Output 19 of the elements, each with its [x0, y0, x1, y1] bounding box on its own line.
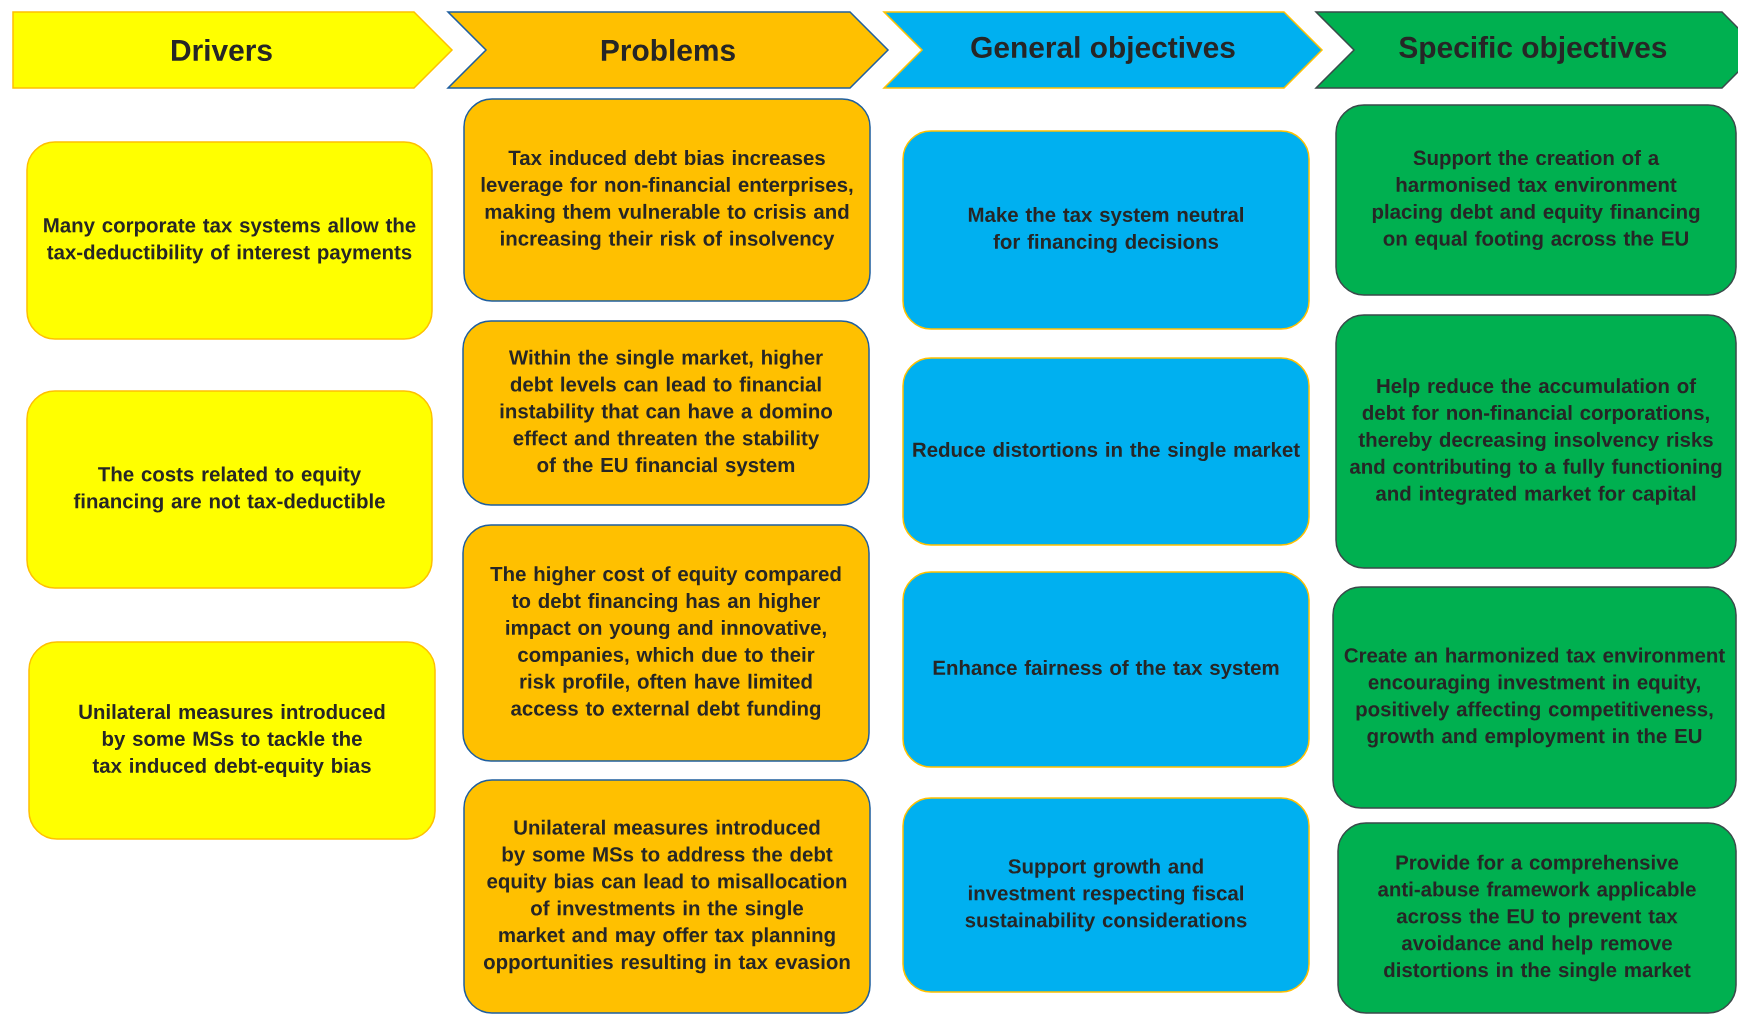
rounded-box: Support growth and investment respecting fiscal sustainability considerations	[902, 797, 1310, 993]
rounded-box: Provide for a comprehensive anti-abuse framework applicable across the EU to prevent tax avoidance and help remove distortions in the single market	[1337, 822, 1737, 1014]
rounded-box: The costs related to equity financing are not tax-deductible	[26, 390, 433, 589]
rounded-box: Unilateral measures introduced by some MSs to tackle the tax induced debt-equity bias	[28, 641, 436, 840]
rounded-box: Help reduce the accumulation of debt for non-financial corporations, thereby decreasing insolvency risks and contributing to a fully functioning and integrated market for capital	[1335, 314, 1737, 569]
rounded-box: Reduce distortions in the single market	[902, 357, 1310, 546]
rounded-box: The higher cost of equity compared to debt financing has an higher impact on young and innovative, companies, which due to their risk profile, often have limited access to external debt funding	[462, 524, 870, 762]
column-header-banner: General objectives	[882, 11, 1324, 89]
rounded-box: Unilateral measures introduced by some MSs to address the debt equity bias can lead to misallocation of investments in the single market and may offer tax planning opportunities resulting in tax evasion	[463, 779, 871, 1014]
rounded-box: Enhance fairness of the tax system	[902, 571, 1310, 768]
rounded-box: Many corporate tax systems allow the tax-deductibility of interest payments	[26, 141, 433, 340]
rounded-box: Support the creation of a harmonised tax environment placing debt and equity financing on equal footing across the EU	[1335, 104, 1737, 296]
rounded-box: Make the tax system neutral for financing decisions	[902, 130, 1310, 330]
column-header-banner: Drivers	[12, 11, 454, 89]
column-header-banner: Specific objectives	[1314, 11, 1738, 89]
column-header-banner: Problems	[446, 11, 890, 89]
rounded-box: Tax induced debt bias increases leverage for non-financial enterprises, making them vulnerable to crisis and increasing their risk of insolvency	[463, 98, 871, 302]
rounded-box: Within the single market, higher debt levels can lead to financial instability that can have a domino effect and threaten the stability of the EU financial system	[462, 320, 870, 506]
rounded-box: Create an harmonized tax environment encouraging investment in equity, positively affecting competitiveness, growth and employment in the EU	[1332, 586, 1737, 809]
